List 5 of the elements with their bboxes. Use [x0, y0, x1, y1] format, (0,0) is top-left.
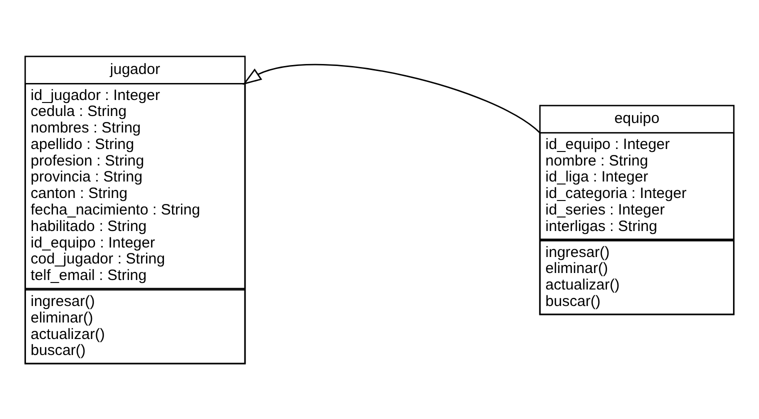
node-box: ingresar() eliminar() actualizar() buscar() — [24, 288, 246, 364]
node-box: id_jugador : Integer cedula : String nombres : String apellido : String profesion : String provincia : String canton : String fecha_nacimiento : String habilitado : String id_equipo : Integer cod_jugador : String telf_email : String — [24, 82, 246, 289]
node-box: ingresar() eliminar() actualizar() buscar() — [539, 240, 735, 315]
node-box: id_equipo : Integer nombre : String id_liga : Integer id_categoria : Integer id_series : Integer interligas : String — [539, 132, 735, 240]
arrow — [242, 64, 540, 133]
